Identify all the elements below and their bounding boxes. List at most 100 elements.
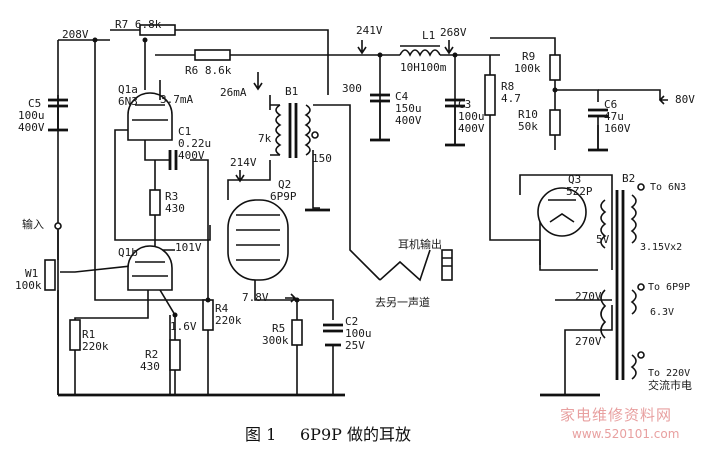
resistor-r3 xyxy=(149,189,161,216)
figure-number: 图 1 xyxy=(245,425,276,444)
label-c3-voltage: 400V xyxy=(458,122,485,135)
label-l1-value: 10H100m xyxy=(400,61,447,74)
resistor-r8 xyxy=(484,74,496,116)
label-3-15v-x2: 3.15Vx2 xyxy=(640,242,682,253)
label-w1: W1 xyxy=(25,267,38,280)
label-c5-value: 100u xyxy=(18,109,45,122)
resistor-r4 xyxy=(202,299,214,331)
label-c5-voltage: 400V xyxy=(18,121,45,134)
label-r9: R9 xyxy=(522,50,535,63)
label-r5-value: 300k xyxy=(262,334,289,347)
label-q2: Q2 xyxy=(278,178,291,191)
label-c4: C4 xyxy=(395,90,409,103)
label-c4-value: 150u xyxy=(395,102,422,115)
w1-wiper-arrow xyxy=(60,264,141,273)
label-r5: R5 xyxy=(272,322,285,335)
capacitor-c1 xyxy=(168,150,178,170)
label-q3-type: 5Z2P xyxy=(566,185,593,198)
resistor-r10 xyxy=(549,109,561,136)
tube-q3 xyxy=(537,187,587,237)
label-300: 300 xyxy=(342,82,362,95)
label-input: 输入 xyxy=(22,217,44,231)
label-r3: R3 xyxy=(165,190,178,203)
transformer-b1 xyxy=(270,103,319,158)
label-r1: R1 xyxy=(82,328,95,341)
label-mains: 交流市电 xyxy=(648,378,692,392)
label-c1: C1 xyxy=(178,125,191,138)
transformer-b2 xyxy=(600,183,645,380)
label-214v: 214V xyxy=(230,156,257,169)
label-80v: 80V xyxy=(675,93,695,106)
resistor-r1 xyxy=(69,319,81,351)
label-r10-value: 50k xyxy=(518,120,538,133)
label-c4-voltage: 400V xyxy=(395,114,422,127)
potentiometer-w1 xyxy=(44,259,56,291)
label-c6-value: 47u xyxy=(604,110,624,123)
label-r2-value: 430 xyxy=(140,360,160,373)
label-q3: Q3 xyxy=(568,173,581,186)
label-l1: L1 xyxy=(422,29,435,42)
label-r8-value: 4.7 xyxy=(501,92,521,105)
label-q1a: Q1a xyxy=(118,83,138,96)
label-1-6v: 1.6V xyxy=(170,320,197,333)
label-c1-voltage: 400V xyxy=(178,149,205,162)
label-to-6n3: To 6N3 xyxy=(650,182,686,193)
watermark-url: www.520101.com xyxy=(572,427,679,441)
label-b1: B1 xyxy=(285,85,298,98)
label-208v: 208V xyxy=(62,28,89,41)
label-headphone-out: 耳机输出 xyxy=(398,237,442,251)
label-268v: 268V xyxy=(440,26,467,39)
label-150: 150 xyxy=(312,152,332,165)
label-r6: R6 8.6k xyxy=(185,64,232,77)
label-270v-a: 270V xyxy=(575,290,602,303)
figure-caption: 6P9P 做的耳放 xyxy=(300,425,411,444)
label-r8: R8 xyxy=(501,80,514,93)
headphone-jack xyxy=(379,249,453,282)
label-other-channel: 去另一声道 xyxy=(375,295,430,309)
label-c2-voltage: 25V xyxy=(345,339,365,352)
label-r10: R10 xyxy=(518,108,538,121)
label-c1-value: 0.22u xyxy=(178,137,211,150)
resistor-r7 xyxy=(139,24,176,36)
label-r4: R4 xyxy=(215,302,229,315)
label-q1b: Q1b xyxy=(118,246,138,259)
tube-q1a xyxy=(127,92,173,141)
label-c6-voltage: 160V xyxy=(604,122,631,135)
label-r1-value: 220k xyxy=(82,340,109,353)
label-q2-type: 6P9P xyxy=(270,190,297,203)
label-r7: R7 6.8k xyxy=(115,18,162,31)
label-c2: C2 xyxy=(345,315,358,328)
labels: 208V R7 6.8k R6 8.6k 241V L1 10H100m 268… xyxy=(15,18,695,392)
label-3-7ma: 3.7mA xyxy=(160,93,193,106)
capacitors xyxy=(48,93,608,333)
label-c5: C5 xyxy=(28,97,41,110)
junctions xyxy=(92,37,558,318)
tube-q2 xyxy=(227,199,289,281)
label-270v-b: 270V xyxy=(575,335,602,348)
label-to-6p9p: To 6P9P xyxy=(648,282,690,293)
label-c2-value: 100u xyxy=(345,327,372,340)
label-to-220v: To 220V xyxy=(648,368,690,379)
label-b2: B2 xyxy=(622,172,635,185)
label-7-8v: 7.8V xyxy=(242,291,269,304)
label-c6: C6 xyxy=(604,98,617,111)
label-7k: 7k xyxy=(258,132,272,145)
label-26ma: 26mA xyxy=(220,86,247,99)
resistor-r5 xyxy=(291,319,303,346)
label-r3-value: 430 xyxy=(165,202,185,215)
resistor-r6 xyxy=(194,49,231,61)
label-r9-value: 100k xyxy=(514,62,541,75)
indicator-arrows xyxy=(159,40,668,303)
label-c3-value: 100u xyxy=(458,110,485,123)
resistor-r9 xyxy=(549,54,561,81)
label-241v: 241V xyxy=(356,24,383,37)
label-101v: 101V xyxy=(175,241,202,254)
label-c3: C3 xyxy=(458,98,471,111)
label-6-3v: 6.3V xyxy=(650,307,674,318)
label-q1a-type: 6N3 xyxy=(118,95,138,108)
label-w1-value: 100k xyxy=(15,279,42,292)
tube-q1b xyxy=(127,245,173,291)
resistor-r2 xyxy=(169,339,181,371)
capacitor-c2 xyxy=(323,323,343,333)
